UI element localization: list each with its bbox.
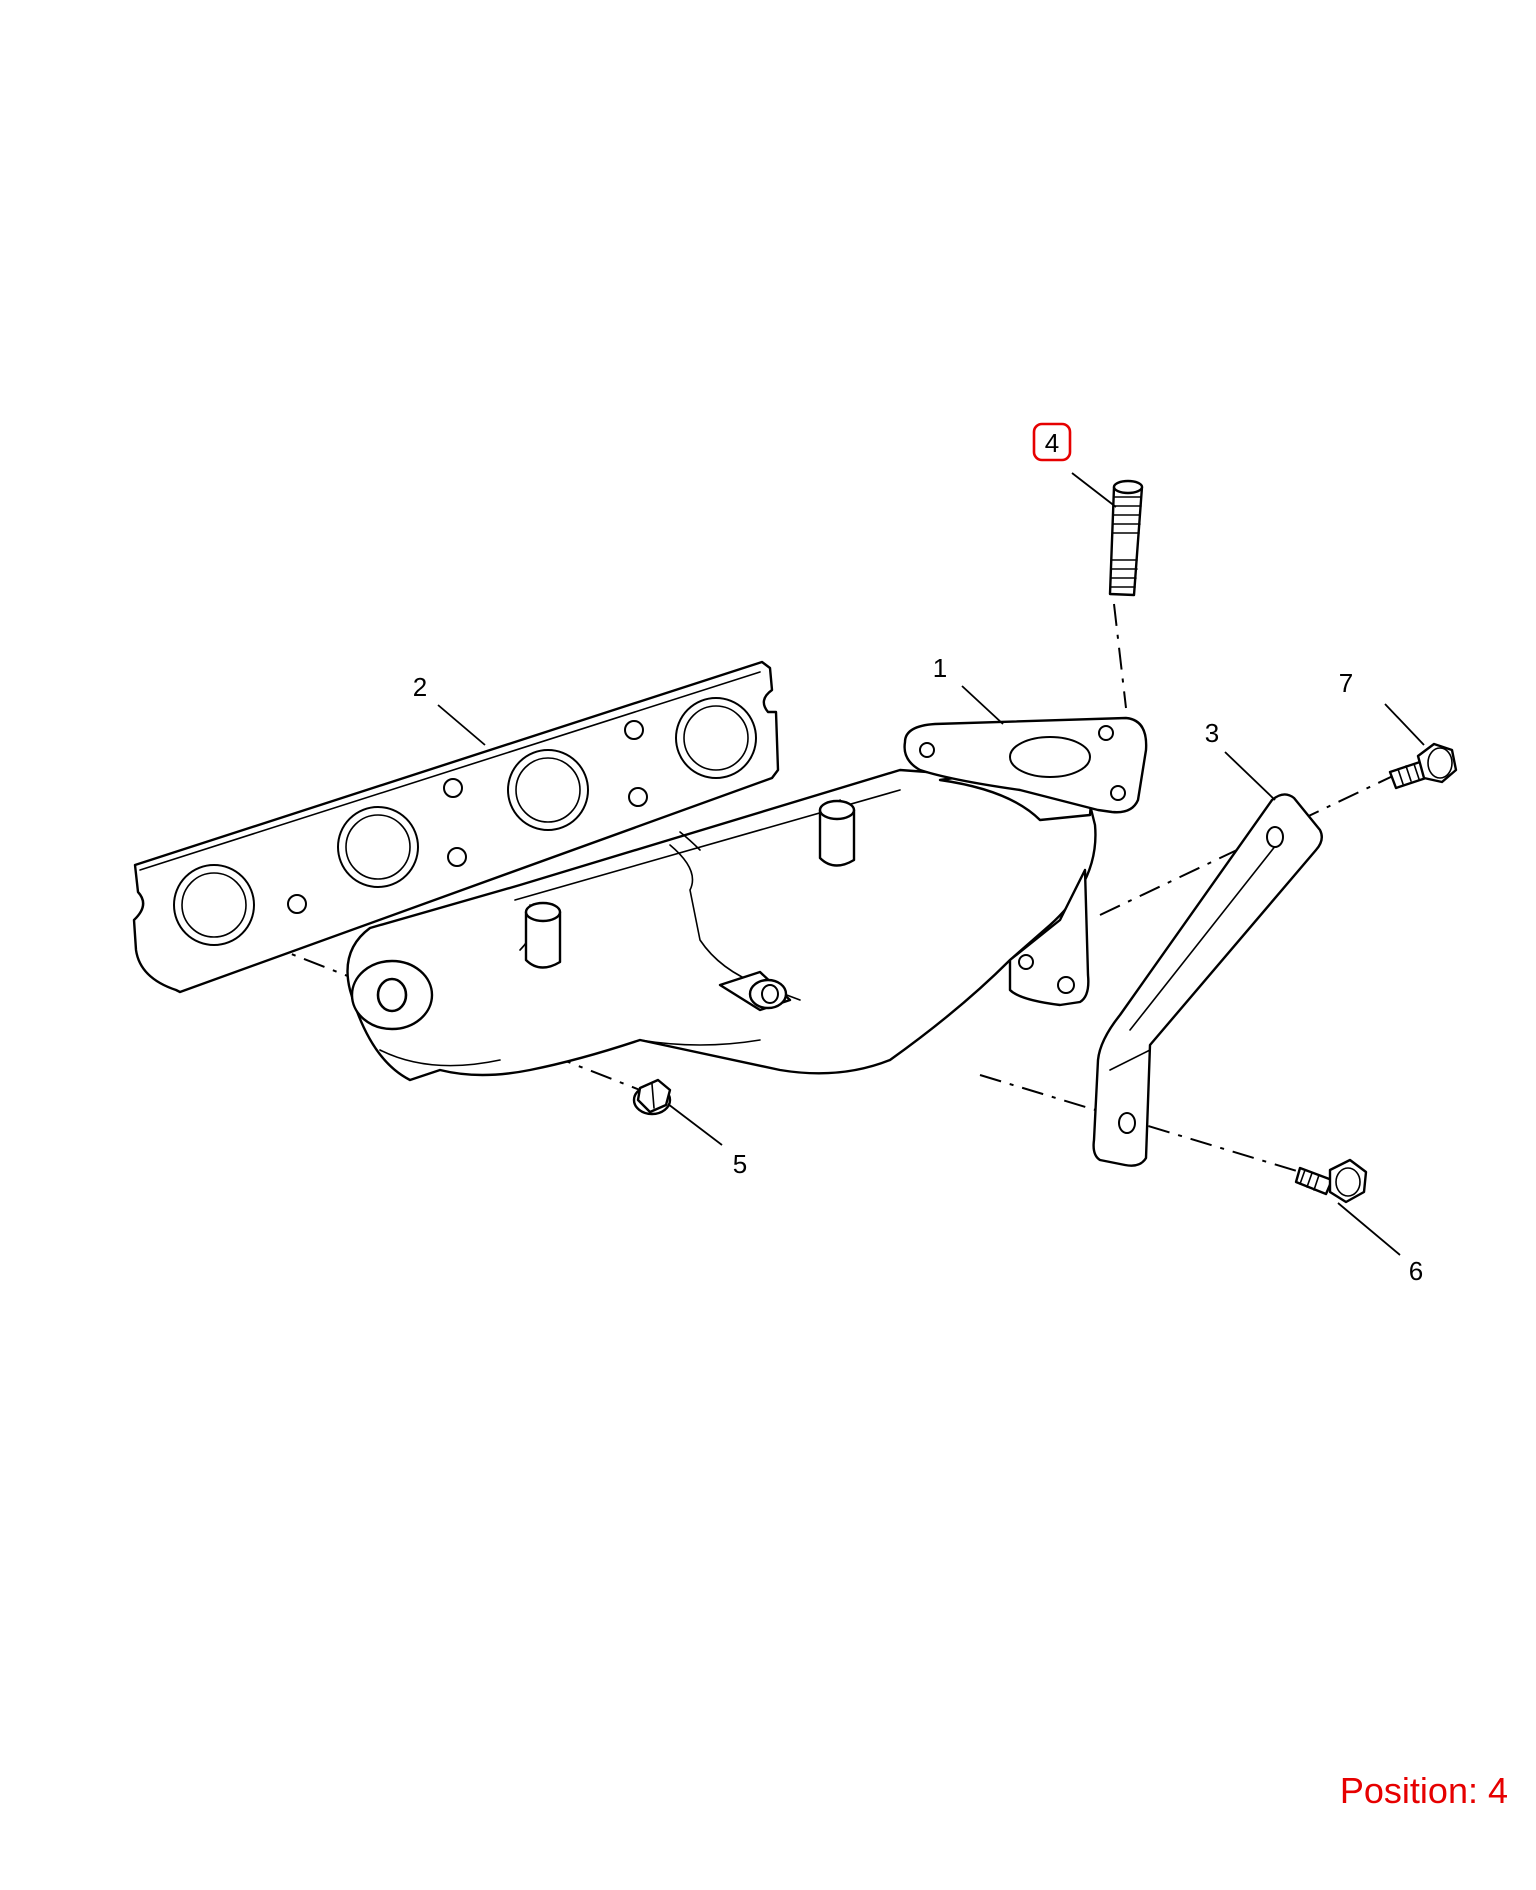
part-3-support-bracket[interactable]: [1092, 793, 1323, 1167]
part-4-stud[interactable]: [1108, 479, 1144, 597]
selected-callout-highlight: [1032, 422, 1072, 462]
callout-3[interactable]: 3: [1205, 718, 1219, 748]
part-1-exhaust-manifold[interactable]: [346, 716, 1148, 1082]
part-7-bolt[interactable]: [1388, 742, 1458, 790]
manifold-boss: [818, 799, 856, 867]
position-indicator: Position: 4: [1339, 1770, 1508, 1811]
callout-7[interactable]: 7: [1339, 668, 1353, 698]
part-5-flange-nut[interactable]: [632, 1078, 672, 1116]
part-2-exhaust-gasket[interactable]: [132, 660, 780, 994]
callout-4[interactable]: 4: [1045, 428, 1059, 458]
callout-6[interactable]: 6: [1409, 1256, 1423, 1286]
callout-1[interactable]: 1: [933, 653, 947, 683]
leader-lines: [437, 472, 1425, 1256]
callout-2[interactable]: 2: [413, 672, 427, 702]
manifold-boss: [524, 901, 562, 969]
part-6-bolt[interactable]: [1294, 1158, 1368, 1204]
callout-5[interactable]: 5: [733, 1149, 747, 1179]
callouts: 1 2 3 4 5 6 7: [413, 422, 1423, 1286]
manifold-boss: [718, 970, 792, 1012]
